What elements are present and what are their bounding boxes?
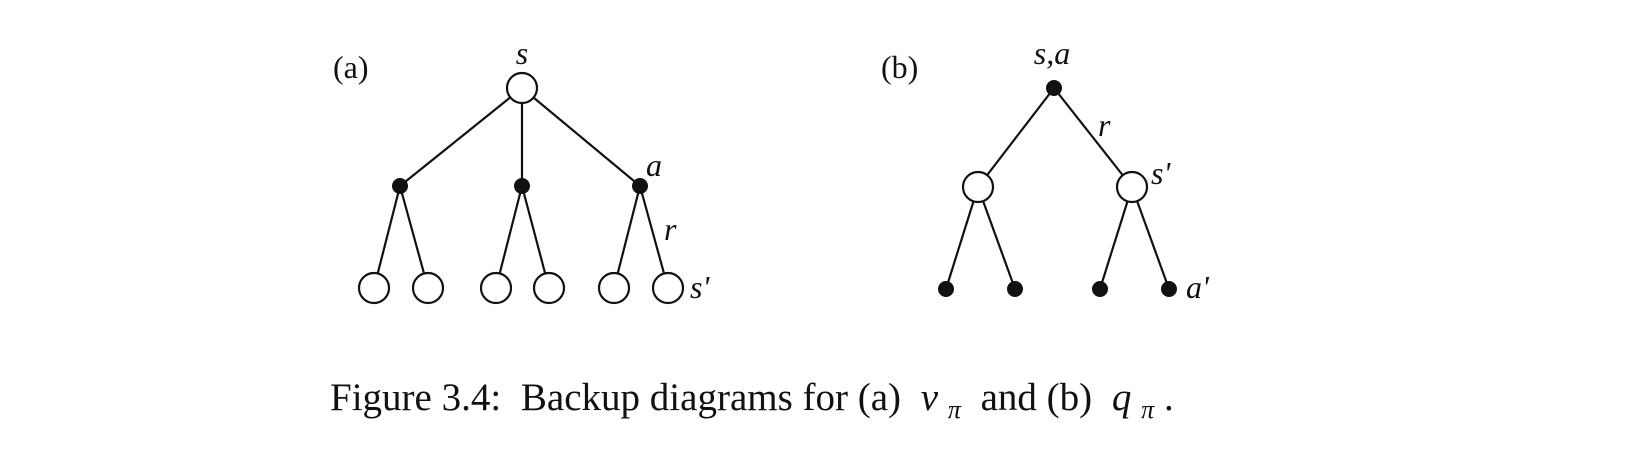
reward-label-b: r: [1098, 107, 1111, 143]
diagram-a: (a) s a r s': [333, 35, 710, 305]
next-action-node-2: [1007, 281, 1023, 297]
state-node-2: [1115, 170, 1149, 204]
state-node-1: [961, 170, 995, 204]
edge-action-3-state-5: [612, 185, 642, 289]
edge-action-2-state-3: [494, 185, 524, 289]
action-node-3: [632, 178, 648, 194]
caption-v-subscript: π: [948, 395, 962, 424]
next-state-label-b: s': [1151, 155, 1171, 191]
next-action-node-1: [938, 281, 954, 297]
caption-prefix: Figure 3.4:: [330, 376, 501, 419]
next-action-node-4: [1161, 281, 1177, 297]
panel-label-b: (b): [881, 49, 918, 85]
next-state-node-1: [357, 271, 391, 305]
edge-state-2-action-4: [1130, 186, 1171, 290]
panel-label-a: (a): [333, 49, 369, 85]
root-state-action-label: s,a: [1034, 35, 1070, 71]
edge-action-1-state-2: [398, 185, 430, 289]
edge-state-1-action-2: [976, 186, 1017, 290]
action-node-1: [392, 178, 408, 194]
figure-caption: Figure 3.4: Backup diagrams for (a) v π …: [330, 376, 1174, 427]
next-action-node-3: [1092, 281, 1108, 297]
edge-action-1-state-1: [372, 185, 402, 289]
next-state-node-2: [411, 271, 445, 305]
next-state-node-6: [651, 271, 685, 305]
diagram-b: (b) s,a r s' a': [881, 35, 1210, 305]
edge-root-state-1: [977, 87, 1055, 188]
edge-root-state-2: [1053, 87, 1133, 188]
next-state-node-5: [597, 271, 631, 305]
edge-state-1-action-1: [944, 186, 980, 290]
caption-v-symbol: v: [921, 376, 939, 419]
edge-action-3-state-6: [638, 185, 670, 289]
root-state-label: s: [516, 35, 528, 71]
next-state-node-4: [532, 271, 566, 305]
caption-q-subscript: π: [1141, 395, 1155, 424]
caption-suffix: .: [1164, 376, 1174, 419]
caption-text-1: Backup diagrams for (a): [521, 376, 901, 419]
caption-text-2: and (b): [981, 376, 1093, 419]
edge-state-2-action-3: [1098, 186, 1134, 290]
action-label: a: [646, 147, 662, 183]
caption-q-symbol: q: [1112, 376, 1132, 419]
next-action-label: a': [1186, 269, 1210, 305]
next-state-node-3: [479, 271, 513, 305]
edge-root-action-1: [399, 87, 523, 187]
root-state-node: [505, 71, 539, 105]
reward-label: r: [664, 211, 677, 247]
edge-action-2-state-4: [520, 185, 551, 289]
root-action-node: [1046, 80, 1062, 96]
next-state-label: s': [690, 269, 710, 305]
action-node-2: [514, 178, 530, 194]
edge-root-action-3: [521, 87, 641, 187]
